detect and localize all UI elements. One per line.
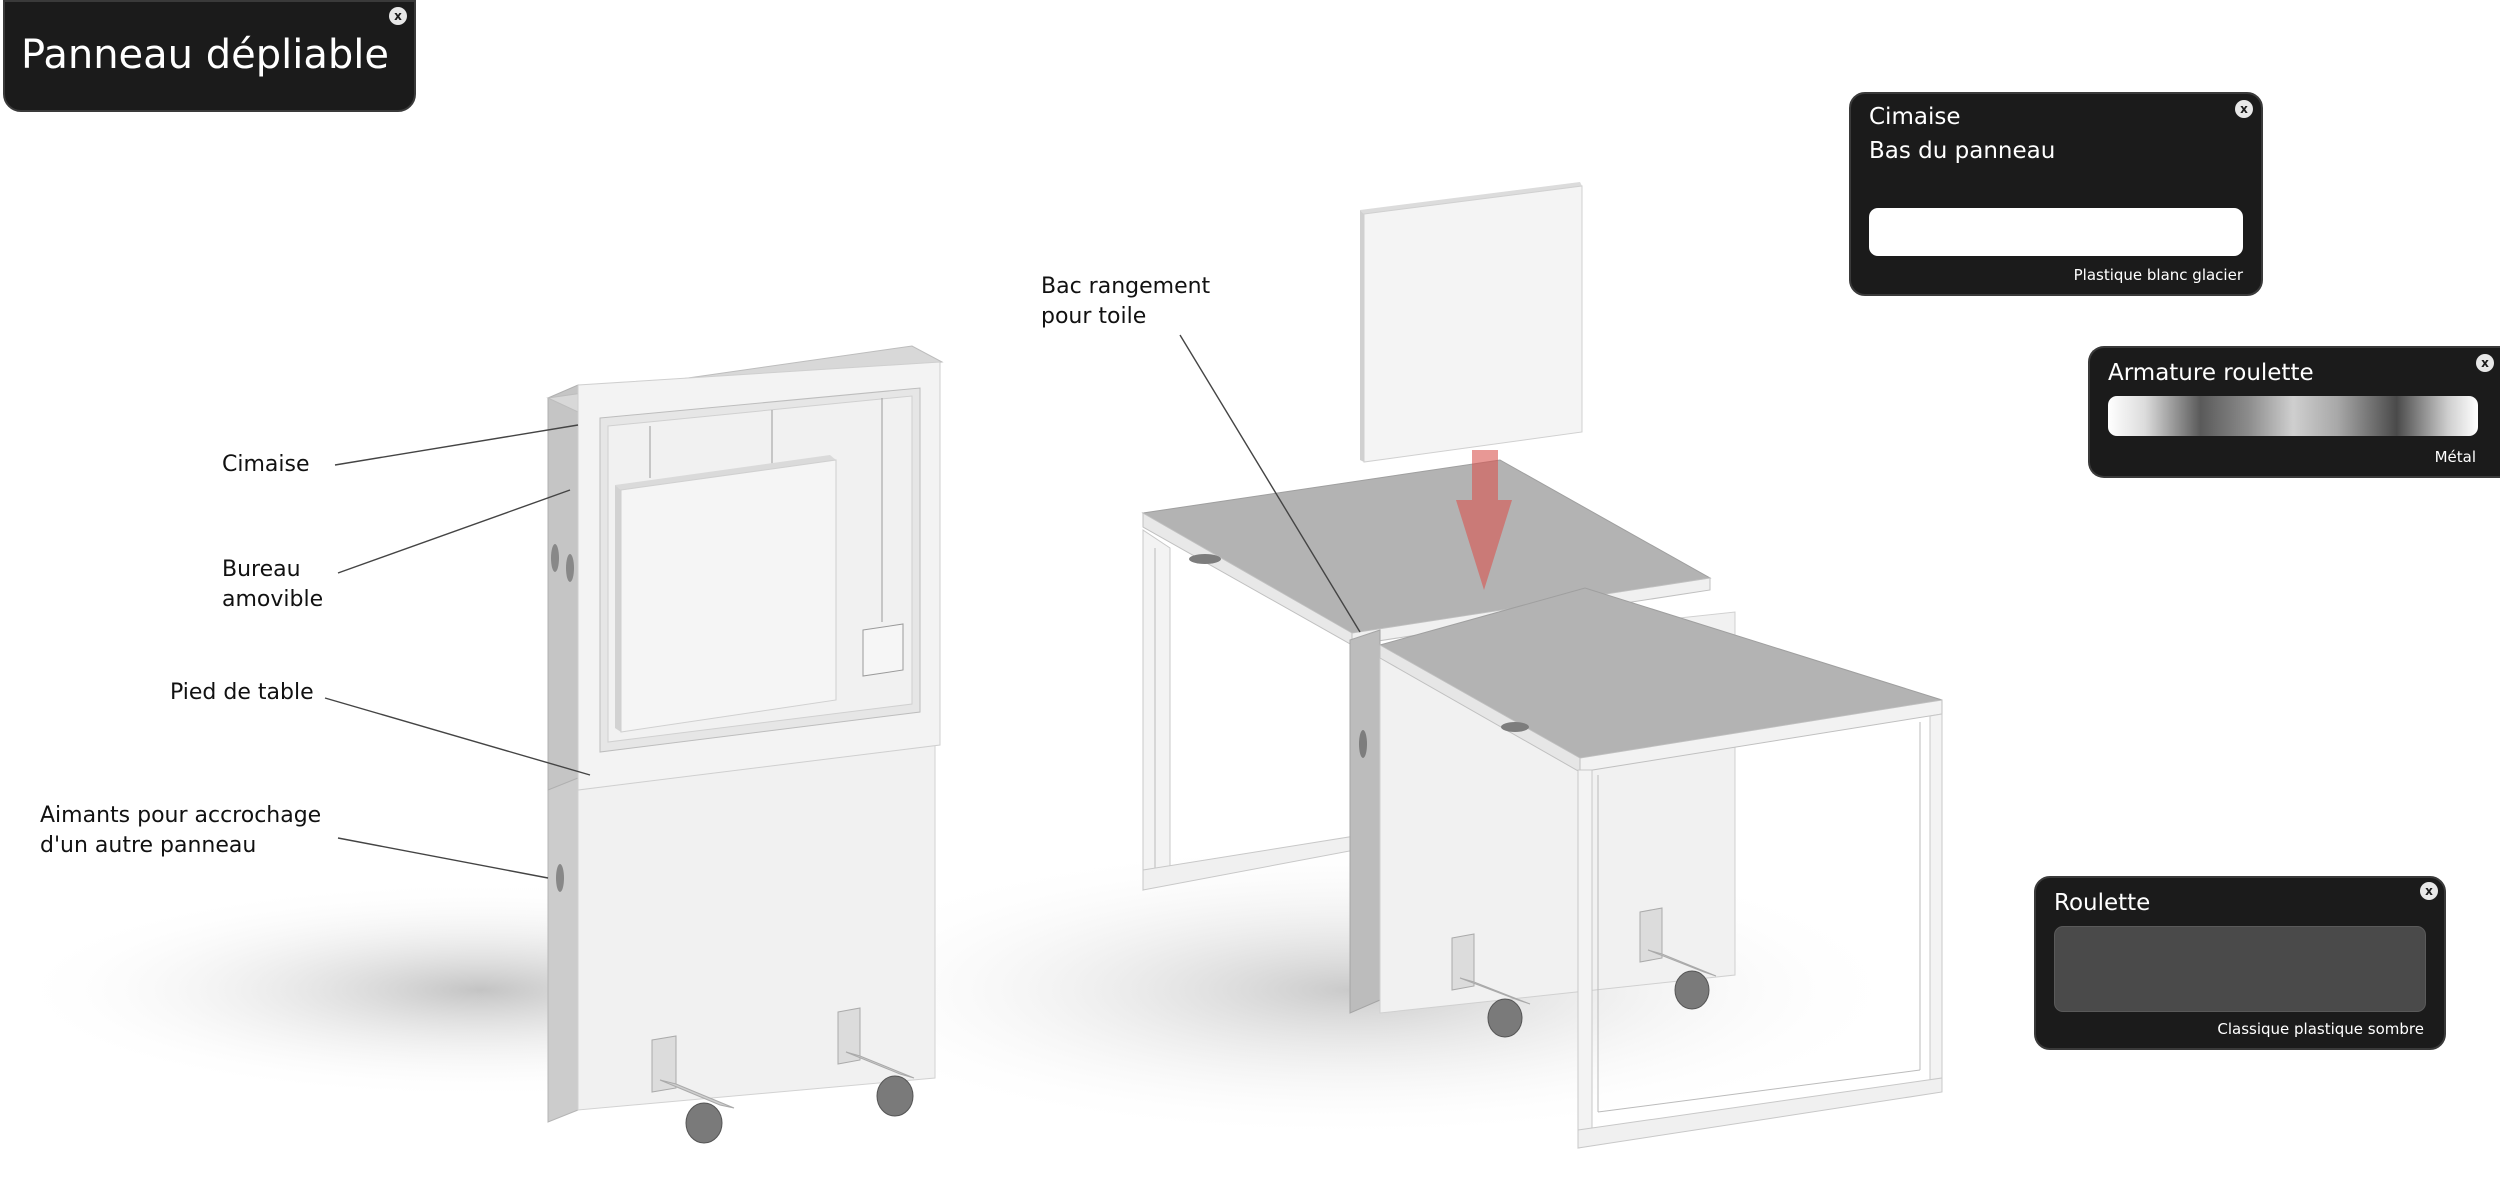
material-panel-armature-title: Armature roulette [2108, 360, 2314, 386]
folded-panel [548, 346, 942, 1143]
material-swatch-cimaise[interactable] [1869, 208, 2243, 256]
material-panel-cimaise-close-icon[interactable]: x [2235, 100, 2253, 118]
page-title: Panneau dépliable [21, 32, 389, 78]
title-panel-close-icon[interactable]: x [389, 7, 407, 25]
callout-aimants-line2: d'un autre panneau [40, 831, 321, 861]
callout-bac-rangement: Bac rangement pour toile [1041, 272, 1210, 332]
callout-aimants: Aimants pour accrochage d'un autre panne… [40, 801, 321, 861]
material-panel-roulette-title: Roulette [2054, 890, 2150, 916]
material-panel-armature-close-icon[interactable]: x [2476, 354, 2494, 372]
material-swatch-metal[interactable] [2108, 396, 2478, 436]
callout-bac-line1: Bac rangement [1041, 272, 1210, 302]
callout-pied-de-table: Pied de table [170, 678, 314, 708]
material-panel-cimaise: Cimaise Bas du panneau x Plastique blanc… [1849, 92, 2263, 296]
material-swatch-roulette[interactable] [2054, 926, 2426, 1012]
title-panel: Panneau dépliable x [3, 0, 416, 112]
callout-pied-text: Pied de table [170, 678, 314, 708]
material-label-roulette: Classique plastique sombre [2217, 1020, 2424, 1038]
material-label-armature: Métal [2435, 448, 2476, 466]
material-panel-cimaise-subtitle: Bas du panneau [1869, 138, 2055, 164]
callout-cimaise-text: Cimaise [222, 450, 310, 480]
material-label-cimaise: Plastique blanc glacier [2074, 266, 2243, 284]
callout-bureau-amovible: Bureau amovible [222, 555, 323, 615]
material-panel-cimaise-title: Cimaise [1869, 104, 1960, 130]
material-panel-armature: Armature roulette x Métal [2088, 346, 2500, 478]
material-panel-roulette-close-icon[interactable]: x [2420, 882, 2438, 900]
callout-cimaise: Cimaise [222, 450, 310, 480]
callout-bureau-line2: amovible [222, 585, 323, 615]
callout-bac-line2: pour toile [1041, 302, 1210, 332]
callout-aimants-line1: Aimants pour accrochage [40, 801, 321, 831]
material-panel-roulette: Roulette x Classique plastique sombre [2034, 876, 2446, 1050]
callout-bureau-line1: Bureau [222, 555, 323, 585]
